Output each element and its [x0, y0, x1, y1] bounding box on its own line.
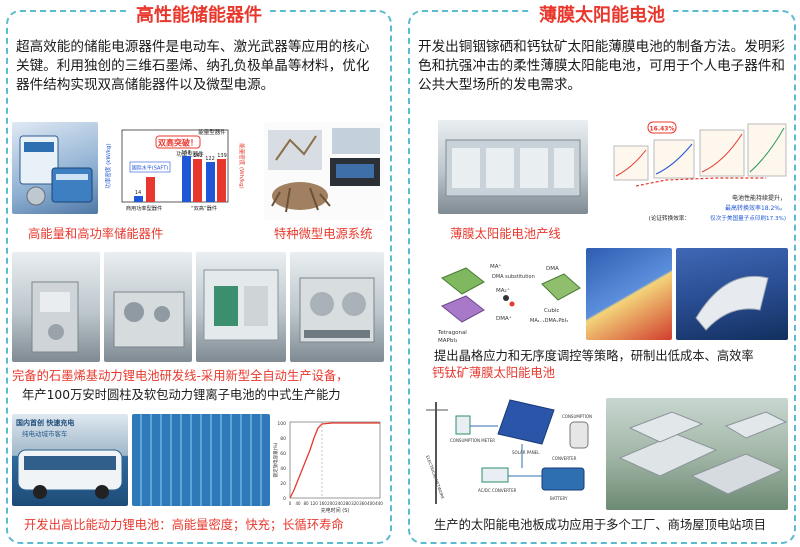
ytick-100: 100	[277, 421, 286, 427]
curve-xlabel: 充电时间 (S)	[321, 507, 350, 514]
perovskite-film-layers	[586, 248, 672, 340]
micro-power-photos	[264, 122, 384, 220]
efficiency-chart: 16.43% 电池性能持续提升， 最高转换效率18.2%。 (论证转换效率： 仅…	[606, 116, 790, 238]
ytick-40: 40	[280, 466, 286, 472]
struct-label-tetragonal: Tetragonal	[437, 330, 467, 336]
production-line-caption-1: 完备的石墨烯基动力锂电池研发线-采用新型全自动生产设备，	[12, 369, 349, 383]
struct-label-ma2: MA₂⁺	[496, 287, 510, 294]
bar-dual-power	[182, 156, 191, 202]
efficiency-svg: 16.43% 电池性能持续提升， 最高转换效率18.2%。 (论证转换效率： 仅…	[613, 121, 787, 222]
sys-label-consumption: CONSUMPTION	[562, 414, 592, 419]
solar-panel-title: 薄膜太阳能电池	[531, 1, 673, 27]
xtick-120: 120	[310, 501, 318, 506]
ylabel-energy: 能量密度 (Wh/kg)	[238, 143, 246, 189]
storage-intro: 超高效能的储能电源器件是电动车、激光武器等应用的核心关键。利用独创的三维石墨烯、…	[16, 39, 370, 93]
category-dual: “双高”器件	[191, 204, 217, 212]
production-photo-2	[104, 252, 192, 362]
efficiency-badge: 16.43%	[650, 126, 675, 133]
rooftop-caption: 生产的太阳能电池板成功应用于多个工厂、商场屋顶电站项目	[434, 518, 767, 532]
val-139: 139	[217, 153, 227, 159]
struct-label-formula: MA₁₋ₓDMAₓPbI₃	[530, 318, 568, 324]
eff-note-3: (论证转换效率：	[649, 214, 690, 222]
energy-power-bar-chart: 双高突破！ 国际水平(SAFT) 功率型器件 能量型器件 14 157 142 …	[100, 122, 250, 222]
rooftop-solar-city-photo	[606, 398, 788, 510]
xtick-320: 320	[351, 501, 359, 506]
production-line-caption-2: 年产100万安时圆柱及软包动力锂离子电池的中式生产能力	[22, 388, 341, 402]
bus-banner-2: 纯电动城市客车	[22, 430, 68, 438]
val-142: 142	[193, 153, 203, 159]
xtick-40: 40	[295, 501, 301, 506]
xtick-280: 280	[343, 501, 351, 506]
struct-label-mapbi3: MAPbI₃	[438, 338, 457, 344]
bus-banner-1: 国内首创 快速充电	[16, 419, 75, 427]
sys-label-meter: CONSUMPTION METER	[450, 438, 495, 443]
bar-energy-power	[206, 162, 215, 202]
struct-label-dma: DMA	[546, 266, 559, 272]
xtick-360: 360	[359, 501, 367, 506]
sys-label-battery: BATTERY	[550, 496, 568, 501]
xtick-160: 160	[319, 501, 327, 506]
perovskite-caption-2: 钙钛矿薄膜太阳能电池	[432, 366, 555, 380]
val-14: 14	[135, 190, 141, 196]
solar-line-photo	[438, 120, 588, 214]
production-photo-1	[12, 252, 100, 362]
solar-line-caption: 薄膜太阳能电池产线	[450, 227, 561, 241]
xtick-200: 200	[327, 501, 335, 506]
flexible-solar-film-photo	[676, 248, 788, 340]
curve-ylabel: 额定放电容量(%)	[272, 442, 279, 477]
breakthrough-badge-box	[155, 135, 201, 149]
bar-commercial-power	[134, 196, 143, 202]
battery-products-photo	[12, 122, 98, 214]
perovskite-structure-diagram: MA⁺ DMA substitution DMA MA₂⁺ Cubic DMA⁺…	[434, 254, 582, 344]
storage-panel-title: 高性能储能器件	[128, 1, 270, 27]
solar-intro: 开发出铜铟镓硒和钙钛矿太阳能薄膜电池的制备方法。发明彩色和抗强冲击的柔性薄膜太阳…	[418, 39, 786, 93]
breakthrough-badge: 双高突破！	[158, 138, 198, 148]
perovskite-caption-1: 提出晶格应力和无序度调控等策略，研制出低成本、高效率	[434, 349, 754, 363]
xtick-80: 80	[303, 501, 309, 506]
ytick-80: 80	[280, 436, 286, 442]
val-157: 157	[181, 150, 191, 156]
eff-note-2: 最高转换效率18.2%。	[725, 204, 786, 212]
ytick-20: 20	[280, 481, 286, 487]
sys-label-acdc: AC/DC CONVERTER	[478, 488, 517, 493]
solar-system-diagram: ELECTRICAL NETWORK CONSUMPTION METER SOL…	[422, 396, 602, 510]
storage-panel: 高性能储能器件 超高效能的储能电源器件是电动车、激光武器等应用的核心关键。利用独…	[6, 1, 392, 544]
eff-note-1: 电池性能持续提升，	[732, 194, 786, 202]
charge-curve-chart: 100 80 60 40 20 0 0 40 80 120 160 200 24…	[272, 414, 386, 514]
struct-label-dma-sub: DMA substitution	[492, 274, 535, 280]
solar-panel: 薄膜太阳能电池 开发出铜铟镓硒和钙钛矿太阳能薄膜电池的制备方法。发明彩色和抗强冲…	[408, 1, 796, 544]
battery-cells-photo	[132, 414, 270, 506]
bar-energy-energy	[217, 159, 226, 202]
production-photo-4	[290, 252, 384, 362]
micro-power-caption: 特种微型电源系统	[274, 227, 373, 241]
xtick-440: 440	[375, 501, 383, 506]
production-photo-3	[196, 252, 286, 362]
ylabel-power: 功率密度 (kW/kg)	[104, 143, 112, 188]
bar-dual-energy	[193, 159, 202, 202]
struct-label-dma-plus: DMA⁺	[496, 315, 512, 322]
eff-note-4: 仅次于美国量子点印刷17.3%)	[710, 214, 786, 222]
sys-label-panel: SOLAR PANEL	[512, 450, 540, 455]
electric-bus-photo: 国内首创 快速充电 纯电动城市客车	[12, 414, 128, 506]
ytick-0: 0	[283, 496, 286, 502]
bar-chart-svg: 双高突破！ 国际水平(SAFT) 功率型器件 能量型器件 14 157 142 …	[104, 128, 246, 212]
sys-label-converter: CONVERTER	[552, 456, 577, 461]
storage-device-caption: 高能量和高功率储能器件	[28, 227, 164, 241]
struct-label-cubic: Cubic	[544, 308, 559, 314]
struct-label-ma: MA⁺	[490, 263, 502, 270]
charge-curve-svg: 100 80 60 40 20 0 0 40 80 120 160 200 24…	[272, 421, 383, 514]
intl-level-label: 国际水平(SAFT)	[132, 165, 168, 172]
charge-curve-line	[289, 422, 380, 499]
xtick-240: 240	[335, 501, 343, 506]
energy-device-label: 能量型器件	[198, 128, 226, 136]
category-commercial: 商用功率型器件	[126, 204, 162, 212]
power-device-label: 功率型器件	[176, 150, 204, 158]
xtick-0: 0	[289, 501, 292, 506]
bar-commercial-energy	[146, 177, 155, 202]
lithium-battery-caption: 开发出高比能动力锂电池：高能量密度；快充；长循环寿命	[24, 518, 344, 532]
ytick-60: 60	[280, 451, 286, 457]
xtick-400: 400	[367, 501, 375, 506]
val-122: 122	[205, 156, 215, 162]
